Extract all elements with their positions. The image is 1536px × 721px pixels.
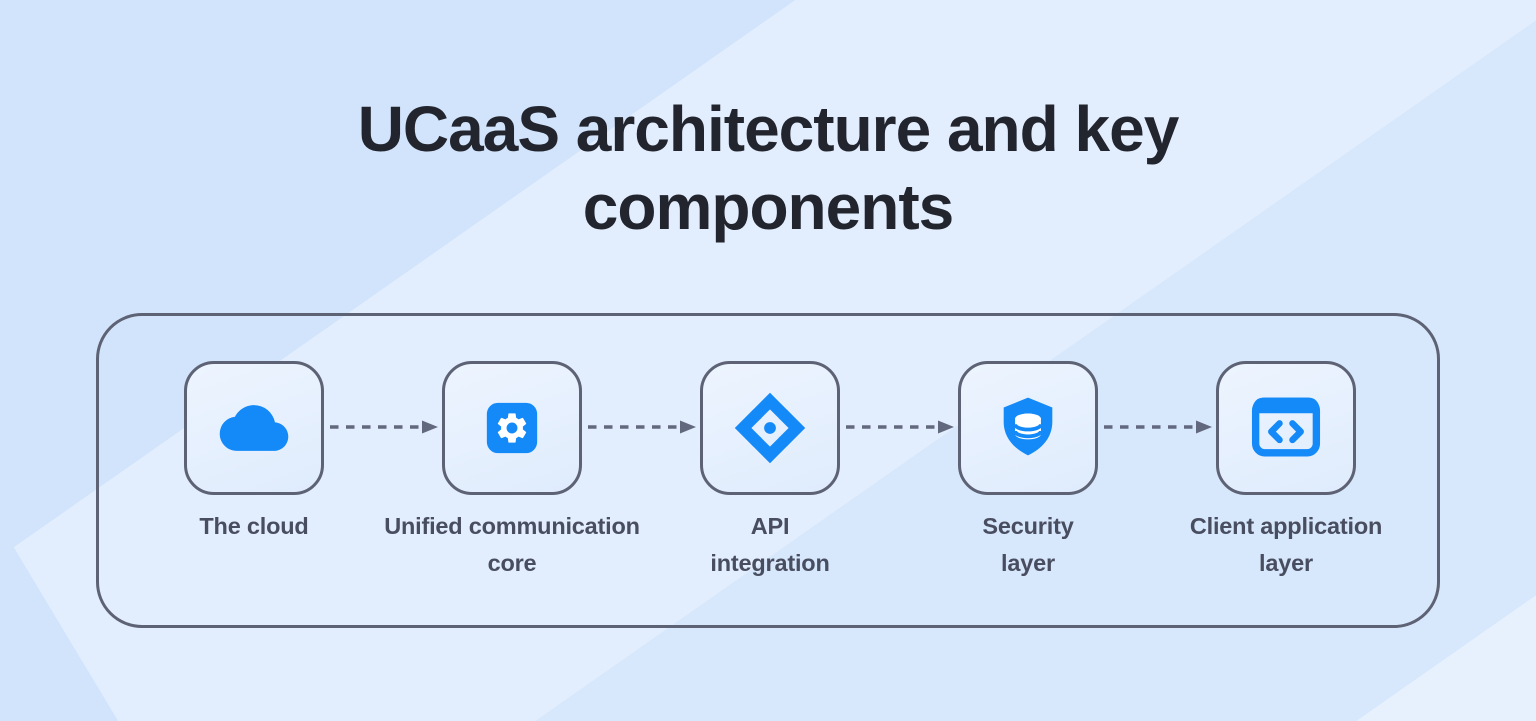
node-label: Client application layer (1189, 513, 1383, 576)
node-box (1216, 361, 1356, 495)
page-title: UCaaS architecture and key components (357, 92, 1180, 243)
gear-icon (486, 402, 538, 454)
code-window-icon (1251, 397, 1321, 457)
node-box (184, 361, 324, 495)
node-label: Unified communication core (384, 513, 640, 576)
cloud-icon (219, 405, 289, 451)
node-box (442, 361, 582, 495)
node-label: API integration (710, 513, 830, 576)
node-security-layer: Security layer (888, 361, 1168, 582)
node-box (700, 361, 840, 495)
architecture-panel: The cloud Unified communication core (96, 313, 1440, 628)
node-unified-communication-core: Unified communication core (372, 361, 652, 582)
dashed-arrow-icon (846, 420, 954, 434)
dashed-arrow-icon (330, 420, 438, 434)
node-the-cloud: The cloud (114, 361, 394, 545)
node-box (958, 361, 1098, 495)
node-label: The cloud (199, 513, 309, 539)
node-client-application-layer: Client application layer (1146, 361, 1426, 582)
node-label: Security layer (982, 513, 1074, 576)
api-integration-icon (734, 392, 806, 464)
shield-database-icon (1003, 397, 1053, 456)
dashed-arrow-icon (1104, 420, 1212, 434)
node-api-integration: API integration (630, 361, 910, 582)
dashed-arrow-icon (588, 420, 696, 434)
